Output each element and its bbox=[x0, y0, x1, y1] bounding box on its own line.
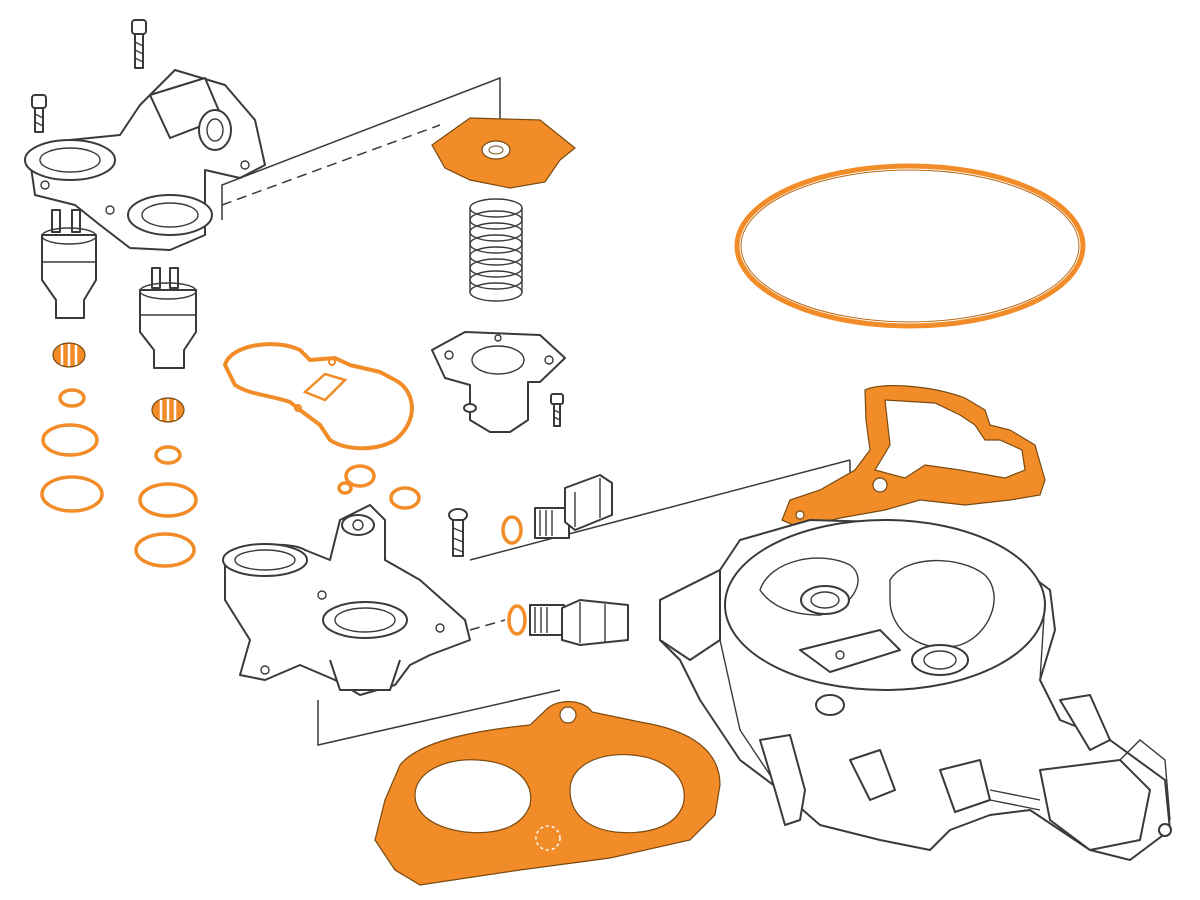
cover-screw-1 bbox=[131, 19, 147, 69]
top-cover-gasket bbox=[431, 117, 576, 189]
fitting-seal-upper bbox=[501, 515, 523, 545]
throttle-body-top-face bbox=[724, 519, 1046, 691]
seal-ring-meter-1 bbox=[344, 464, 376, 488]
base-flange-gasket bbox=[374, 701, 721, 886]
seal-ring-meter-2 bbox=[337, 481, 353, 495]
leader-dash-fitting bbox=[469, 619, 506, 631]
throttle-left-bore bbox=[800, 585, 850, 615]
leader-dash-top bbox=[221, 124, 441, 206]
seal-ring-meter-3 bbox=[389, 486, 421, 510]
throttle-lever-bracket bbox=[1059, 694, 1111, 751]
throttle-pivot bbox=[1158, 823, 1172, 837]
assembly-leader-lines bbox=[221, 76, 851, 746]
cover-right-bore bbox=[127, 194, 213, 236]
fuel-meter-body bbox=[222, 504, 471, 696]
seal-ring-left-large bbox=[40, 475, 104, 513]
cover-left-bore-inner bbox=[39, 147, 101, 173]
throttle-port bbox=[815, 694, 845, 716]
injector-filter-left bbox=[52, 342, 86, 368]
throttle-side-flange bbox=[659, 569, 721, 661]
fuel-meter-cover bbox=[24, 69, 266, 251]
fuel-inlet-fitting bbox=[534, 474, 613, 539]
meter-bore-skirt bbox=[329, 659, 401, 691]
cover-hole-3 bbox=[240, 160, 250, 170]
leader-meter-to-body bbox=[469, 459, 851, 561]
leader-cover-to-gasket bbox=[221, 76, 501, 220]
regulator-spring bbox=[469, 198, 523, 302]
fitting-seal-lower bbox=[507, 604, 527, 636]
meter-bore-left bbox=[222, 543, 308, 577]
cover-right-bore-inner bbox=[141, 202, 199, 228]
cover-screw-2 bbox=[31, 94, 47, 133]
seal-ring-right-medium bbox=[138, 482, 198, 518]
seal-ring-right-large bbox=[134, 532, 196, 568]
cover-port bbox=[198, 109, 232, 151]
large-o-ring bbox=[734, 163, 1086, 329]
injector-right bbox=[139, 267, 197, 369]
cover-hole-1 bbox=[40, 180, 50, 190]
seal-ring-right-small bbox=[154, 445, 182, 465]
regulator-screw bbox=[550, 393, 564, 427]
seal-ring-left-small bbox=[58, 388, 86, 408]
leader-meter-to-flange bbox=[317, 689, 561, 746]
cover-hole-2 bbox=[105, 205, 115, 215]
seal-ring-left-medium bbox=[41, 423, 99, 457]
meter-screw bbox=[448, 508, 468, 557]
fuel-meter-gasket bbox=[223, 342, 414, 451]
cover-left-bore bbox=[24, 139, 116, 181]
throttle-nipple bbox=[759, 734, 806, 826]
throttle-left-chamber bbox=[759, 557, 859, 616]
throttle-boss bbox=[849, 749, 896, 801]
throttle-linkage bbox=[1039, 759, 1151, 851]
throttle-bridge bbox=[799, 629, 901, 673]
throttle-right-chamber bbox=[889, 559, 995, 648]
fitting-seals bbox=[337, 464, 527, 636]
fuel-outlet-fitting bbox=[529, 599, 629, 646]
injector-filter-right bbox=[151, 397, 185, 423]
throttle-body-gasket bbox=[781, 384, 1046, 529]
cover-port-inner bbox=[206, 118, 224, 142]
injector-seal-rings bbox=[40, 388, 198, 568]
meter-inlet-boss bbox=[341, 514, 375, 536]
throttle-right-bore bbox=[911, 644, 969, 676]
regulator-housing bbox=[431, 331, 566, 433]
injector-left bbox=[41, 209, 97, 319]
throttle-body bbox=[659, 519, 1172, 861]
